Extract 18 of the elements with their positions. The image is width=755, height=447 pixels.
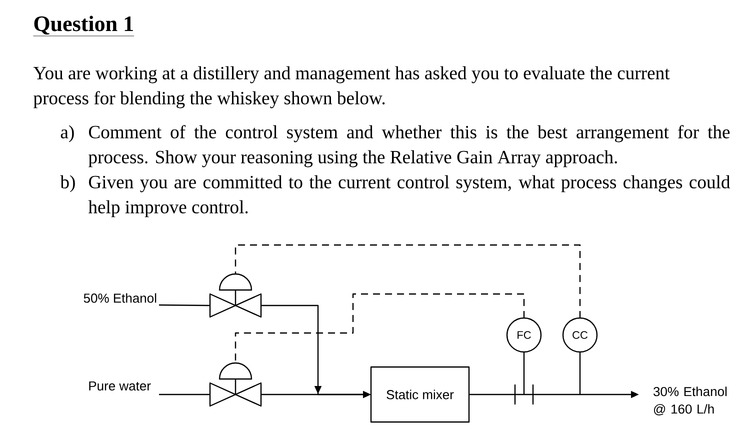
valve-symbol [209,362,262,407]
question-text: You are working at a distillery and management has asked you to evaluate the current process for blending the whiskey shown below. [33,66,670,108]
sensor-line [523,352,525,394]
heading: Question 1 [33,16,134,36]
process-box: Static mixer [370,366,470,423]
pipe-line [159,394,210,396]
question-text: Comment of the control system and whether this is the best arrangement for the process. Show your reasoning using the Relative Gain Array approach. [88,125,730,168]
valve-symbol [209,273,262,318]
pipe-line [159,304,210,306]
list-marker: a) [60,125,74,142]
signal-line [234,244,581,318]
stream-label: 50% Ethanol [84,293,156,303]
stream-label: 30% Ethanol @ 160 L/h [654,386,727,416]
sensor-line [579,352,581,394]
question-text: Given you are committed to the current control system, what process changes could help improve control. [88,175,730,218]
signal-line [234,293,525,363]
stream-label: Pure water [89,381,151,391]
list-marker: b) [60,175,75,192]
